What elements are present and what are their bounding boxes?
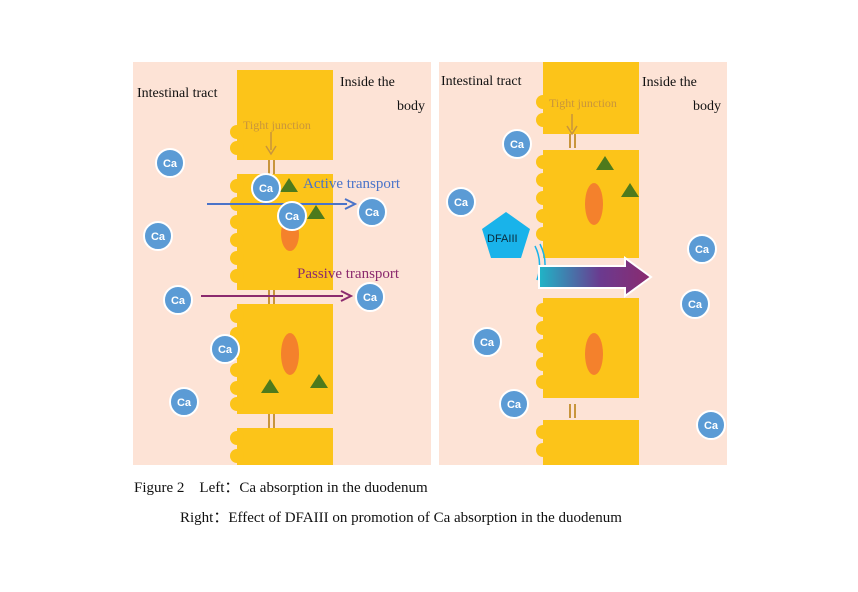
ca-ion-label: Ca — [259, 183, 274, 195]
ca-ion — [155, 148, 185, 178]
ca-ion-label: Ca — [507, 399, 522, 411]
label-body: body — [397, 99, 425, 114]
label-inside-the: Inside the — [642, 75, 697, 90]
ca-ion-label: Ca — [688, 299, 703, 311]
ca-ion — [680, 289, 710, 319]
ca-ion — [163, 285, 193, 315]
label-intestinal-tract: Intestinal tract — [137, 86, 218, 101]
tight-junction-marks — [569, 134, 576, 418]
label-body: body — [693, 99, 721, 114]
ca-ion — [143, 221, 173, 251]
cell-top — [543, 62, 639, 134]
cell-bottom — [543, 420, 639, 465]
label-tight-junction: Tight junction — [549, 96, 617, 110]
ca-ion — [687, 234, 717, 264]
ca-ion-label: Ca — [480, 337, 495, 349]
ca-ion — [446, 187, 476, 217]
label-inside-the: Inside the — [340, 75, 395, 90]
ca-ion — [472, 327, 502, 357]
dfa-label: DFAIII — [487, 233, 518, 245]
label-active-transport: Active transport — [303, 176, 401, 192]
ca-ion-label: Ca — [695, 244, 710, 256]
ca-ion — [169, 387, 199, 417]
ca-ion-label: Ca — [218, 344, 233, 356]
ca-ion-label: Ca — [285, 211, 300, 223]
triangles — [596, 156, 639, 197]
caption-line-2: Right：Effect of DFAIII on promotion of C… — [180, 510, 622, 526]
ca-ion-label: Ca — [704, 420, 719, 432]
ca-ion — [696, 410, 726, 440]
ca-ion-label: Ca — [363, 292, 378, 304]
ca-ion-label: Ca — [177, 397, 192, 409]
opened-junction — [534, 245, 541, 281]
nucleus — [585, 183, 603, 225]
ca-ion-label: Ca — [171, 295, 186, 307]
ca-ion-label: Ca — [151, 231, 166, 243]
ca-ion-label: Ca — [163, 158, 178, 170]
ca-ion — [502, 129, 532, 159]
triangles — [261, 178, 328, 393]
ca-ion-label: Ca — [510, 139, 525, 151]
label-passive-transport: Passive transport — [297, 266, 400, 282]
cell-bottom — [237, 428, 333, 465]
caption-line-1: Figure 2 Left：Ca absorption in the duode… — [134, 480, 428, 496]
ca-ion-label: Ca — [365, 207, 380, 219]
ca-ion — [499, 389, 529, 419]
label-intestinal-tract: Intestinal tract — [441, 74, 522, 89]
dfa-pentagon — [482, 212, 530, 258]
ca-ion — [357, 197, 387, 227]
ca-ion — [210, 334, 240, 364]
microvilli — [536, 95, 550, 457]
cell-top — [237, 70, 333, 160]
nucleus — [281, 333, 299, 375]
ca-ion — [277, 201, 307, 231]
label-tight-junction: Tight junction — [243, 118, 311, 132]
ca-ion-label: Ca — [454, 197, 469, 209]
gradient-arrow — [538, 256, 653, 298]
ca-ion — [355, 282, 385, 312]
nucleus — [585, 333, 603, 375]
ca-ion — [251, 173, 281, 203]
